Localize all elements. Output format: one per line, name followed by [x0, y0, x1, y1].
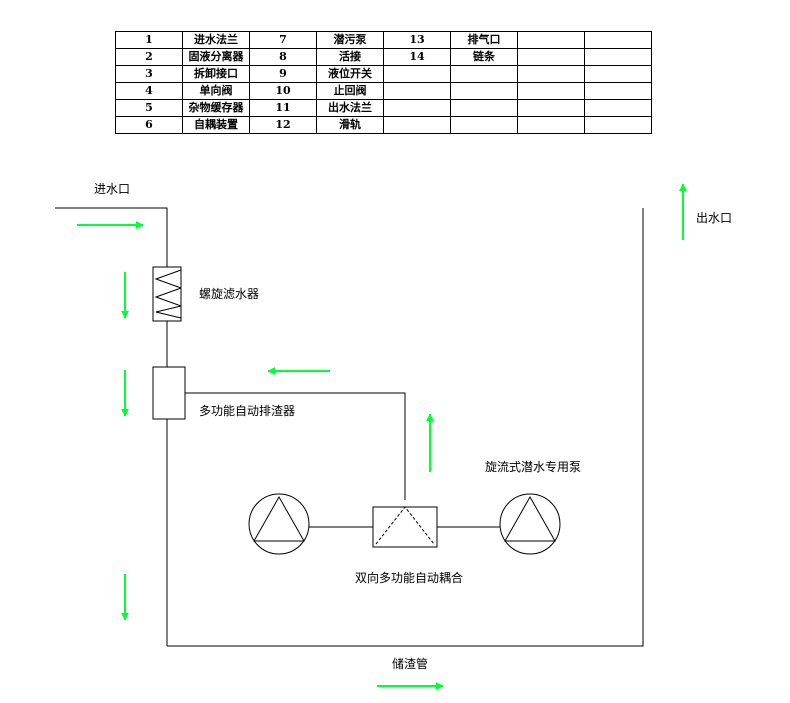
legend-label: 固液分离器: [182, 48, 250, 66]
outlet-label: 出水口: [696, 211, 732, 225]
right-pump: [499, 493, 561, 555]
coupling-box: [372, 506, 438, 548]
flow-arrows: [77, 183, 687, 690]
legend-number: 6: [115, 116, 183, 134]
slag-pipe-label: 储渣管: [392, 656, 428, 671]
return-pipe: [185, 392, 406, 500]
auto-discharger-label: 多功能自动排渣器: [199, 404, 295, 418]
left-pump: [248, 493, 310, 555]
piping: [55, 207, 644, 647]
legend-number: 11: [249, 99, 317, 117]
coupling-label: 双向多功能自动耦合: [355, 570, 463, 585]
legend-label: [584, 116, 652, 134]
legend-number: 12: [249, 116, 317, 134]
legend-label: 杂物缓存器: [182, 99, 250, 117]
legend-label: 滑轨: [316, 116, 384, 134]
legend-label: 拆卸接口: [182, 65, 250, 83]
spiral-filter: [152, 266, 182, 322]
auto-discharger-box: [152, 366, 186, 420]
legend-number: 10: [249, 82, 317, 100]
legend-label: 出水法兰: [316, 99, 384, 117]
pump-label: 旋流式潜水专用泵: [485, 459, 581, 474]
inlet-label: 进水口: [94, 182, 130, 196]
spiral-filter-label: 螺旋滤水器: [199, 287, 259, 301]
tank-bottom-and-right-wall: [167, 208, 644, 647]
legend-label: 链条: [450, 48, 518, 66]
inlet-pipe: [55, 207, 168, 267]
